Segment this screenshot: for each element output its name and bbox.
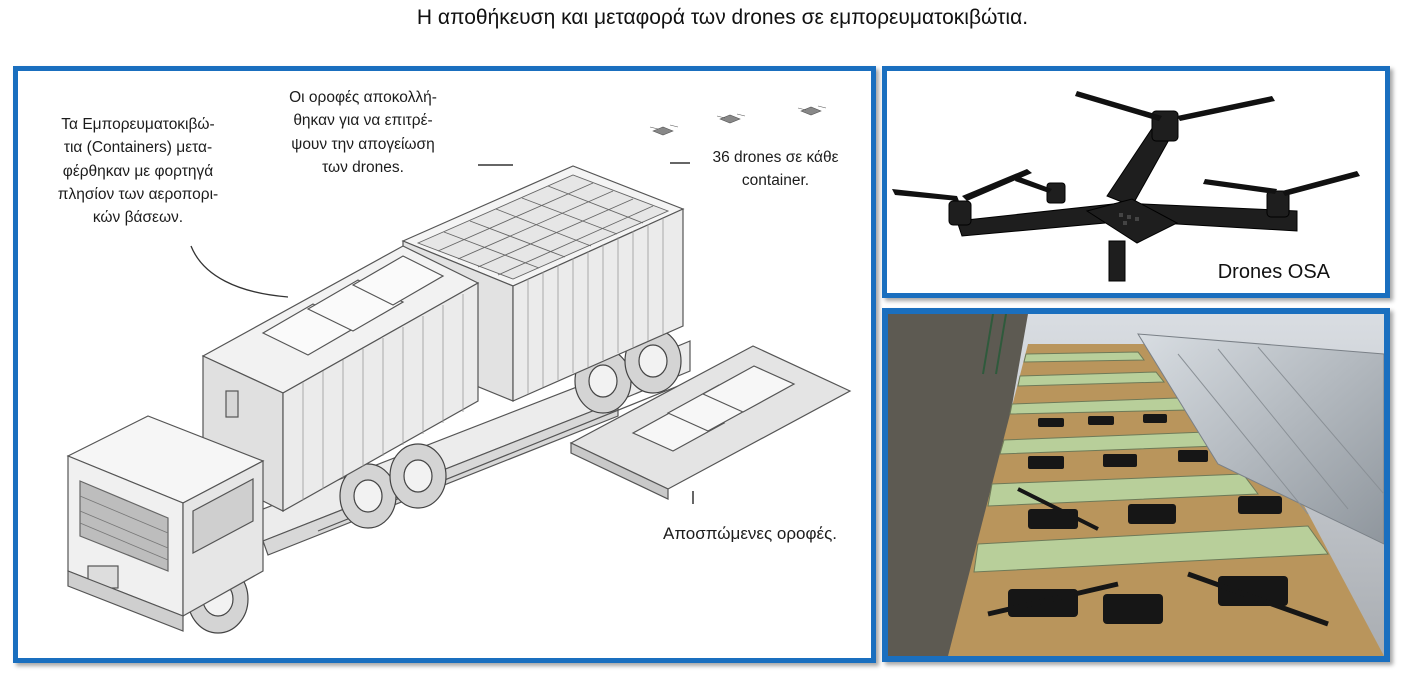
drone-grid [416, 174, 670, 280]
note-drone-count: 36 drones σε κάθε container. [693, 146, 858, 193]
note-roofs-removed: Οι οροφές αποκολλή- θηκαν για να επιτρέ-… [268, 86, 458, 179]
note-line: Οι οροφές αποκολλή- [289, 89, 437, 106]
note-containers-transported: Τα Εμπορευματοκιβώ- τια (Containers) μετ… [43, 113, 233, 229]
note-line: 36 drones σε κάθε [712, 149, 839, 166]
note-line: container. [741, 172, 810, 190]
detached-roofs [569, 345, 852, 500]
flying-drones [649, 105, 827, 136]
note-detachable-roofs: Αποσπώμενες οροφές. [662, 524, 837, 543]
page-title: Η αποθήκευση και μεταφορά των drones σε … [416, 6, 1029, 29]
storage-photo-panel [882, 308, 1390, 662]
truck-illustration-panel: Τα Εμπορευματοκιβώ- τια (Containers) μετ… [13, 66, 876, 663]
note-line: τια (Containers) μετα- [63, 139, 213, 157]
drone-caption: Drones OSA [1217, 261, 1330, 283]
note-line: κών βάσεων. [92, 209, 184, 226]
leader-line-containers [190, 245, 289, 298]
truck-diagram [66, 105, 852, 634]
note-line: θηκαν για να επιτρέ- [293, 112, 433, 130]
drone-image [892, 91, 1360, 282]
note-line: Τα Εμπορευματοκιβώ- [61, 116, 215, 133]
stored-drones [987, 414, 1329, 627]
note-line: φέρθηκαν με φορτηγά [62, 162, 214, 180]
container-storage-photo [888, 314, 1384, 656]
truck-cab [66, 415, 265, 632]
note-line: των drones. [322, 158, 404, 176]
drone-photo-panel: Drones OSA [882, 66, 1390, 298]
note-line: ψουν την απογείωση [291, 135, 435, 153]
note-line: πλησίον των αεροπορι- [57, 185, 219, 203]
